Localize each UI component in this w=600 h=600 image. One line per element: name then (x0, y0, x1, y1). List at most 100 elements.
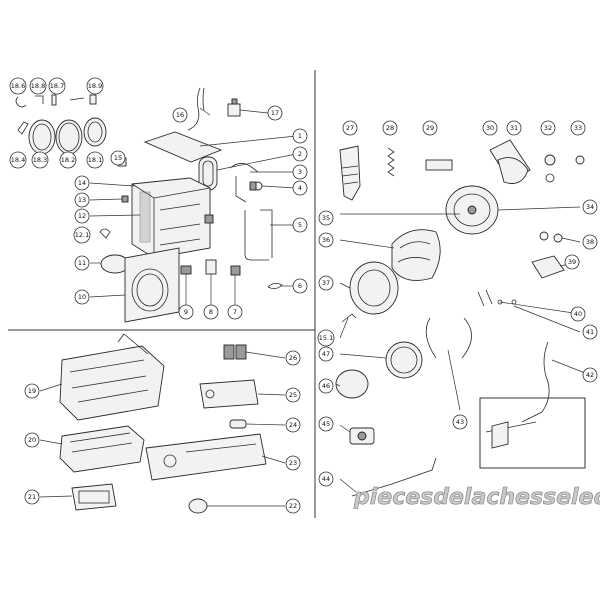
callout-circle (59, 151, 77, 169)
callout-label: 21 (28, 493, 36, 501)
callout-label: 5 (298, 221, 302, 229)
callout-circle (540, 120, 556, 136)
callout-circle (285, 387, 301, 403)
callout-3: 3 (292, 164, 308, 180)
callout-43: 43 (452, 414, 468, 430)
callout-label: 41 (586, 328, 594, 336)
callout-37: 37 (318, 275, 334, 291)
callout-label: 4 (298, 184, 302, 192)
callout-label: 6 (298, 282, 302, 290)
callout-29: 29 (422, 120, 438, 136)
callout-label: 37 (322, 279, 330, 287)
callout-label: 14 (78, 179, 86, 187)
callout-label: 7 (233, 308, 237, 316)
callout-circle (29, 77, 47, 95)
callout-24: 24 (285, 417, 301, 433)
callout-label: 20 (28, 436, 36, 444)
callout-circle (31, 151, 49, 169)
callout-label: 39 (568, 258, 576, 266)
callout-label: 29 (426, 124, 434, 132)
watermark-text: piecesdelachesselec.com (353, 485, 600, 510)
callout-label: 15.1 (319, 334, 333, 342)
callout-44: 44 (318, 471, 334, 487)
callout-18-1: 18.1 (86, 151, 104, 169)
callout-label: 18.9 (88, 82, 102, 90)
callout-18-9: 18.9 (86, 77, 104, 95)
callout-label: 11 (78, 259, 86, 267)
callout-circle (317, 329, 335, 347)
callout-13: 13 (74, 192, 90, 208)
callout-9: 9 (178, 304, 194, 320)
callout-circle (422, 120, 438, 136)
callout-19: 19 (24, 383, 40, 399)
callout-label: 22 (289, 502, 297, 510)
callout-circle (506, 120, 522, 136)
callout-circle (382, 120, 398, 136)
callout-label: 26 (289, 354, 297, 362)
callout-label: 18.7 (50, 82, 64, 90)
callout-32: 32 (540, 120, 556, 136)
callout-label: 33 (574, 124, 582, 132)
callout-circle (86, 151, 104, 169)
callout-circle (74, 289, 90, 305)
callout-18-3: 18.3 (31, 151, 49, 169)
callout-label: 36 (322, 236, 330, 244)
callout-22: 22 (285, 498, 301, 514)
callout-circle (285, 350, 301, 366)
callout-4: 4 (292, 180, 308, 196)
callout-label: 18.1 (88, 156, 102, 164)
panel-frames (8, 70, 586, 518)
callout-label: 47 (322, 350, 330, 358)
callout-10: 10 (74, 289, 90, 305)
callout-34: 34 (582, 199, 598, 215)
callout-label: 18.4 (11, 156, 25, 164)
callout-circle (9, 151, 27, 169)
callout-21: 21 (24, 489, 40, 505)
callout-label: 45 (322, 420, 330, 428)
callout-5: 5 (292, 217, 308, 233)
callout-circle (24, 432, 40, 448)
callout-14: 14 (74, 175, 90, 191)
callout-label: 1 (298, 132, 302, 140)
callout-17: 17 (267, 105, 283, 121)
bottom-left-parts (59, 333, 267, 514)
callout-circle (74, 175, 90, 191)
callout-26: 26 (285, 350, 301, 366)
callout-31: 31 (506, 120, 522, 136)
callout-45: 45 (318, 416, 334, 432)
callout-1: 1 (292, 128, 308, 144)
callout-circle (24, 489, 40, 505)
callout-circle (203, 304, 219, 320)
callout-circle (285, 455, 301, 471)
callout-circle (292, 146, 308, 162)
callout-42: 42 (582, 367, 598, 383)
callout-11: 11 (74, 255, 90, 271)
callout-label: 12 (78, 212, 86, 220)
callout-circle (342, 120, 358, 136)
callout-40: 40 (570, 306, 586, 322)
callout-circle (582, 199, 598, 215)
callout-label: 2 (298, 150, 302, 158)
callout-circle (292, 278, 308, 294)
callout-6: 6 (292, 278, 308, 294)
callout-circle (292, 128, 308, 144)
callout-circle (482, 120, 498, 136)
callout-7: 7 (227, 304, 243, 320)
top-left-parts (15, 87, 283, 323)
callout-label: 10 (78, 293, 86, 301)
callout-circle (582, 324, 598, 340)
callout-circle (318, 378, 334, 394)
callout-47: 47 (318, 346, 334, 362)
callout-label: 42 (586, 371, 594, 379)
callout-15-1: 15.1 (317, 329, 335, 347)
callout-36: 36 (318, 232, 334, 248)
callout-20: 20 (24, 432, 40, 448)
callout-12: 12 (74, 208, 90, 224)
callout-label: 9 (184, 308, 188, 316)
callout-33: 33 (570, 120, 586, 136)
callout-label: 30 (486, 124, 494, 132)
callout-28: 28 (382, 120, 398, 136)
leader-lines (39, 107, 586, 507)
callout-18-8: 18.8 (29, 77, 47, 95)
callout-circle (292, 217, 308, 233)
